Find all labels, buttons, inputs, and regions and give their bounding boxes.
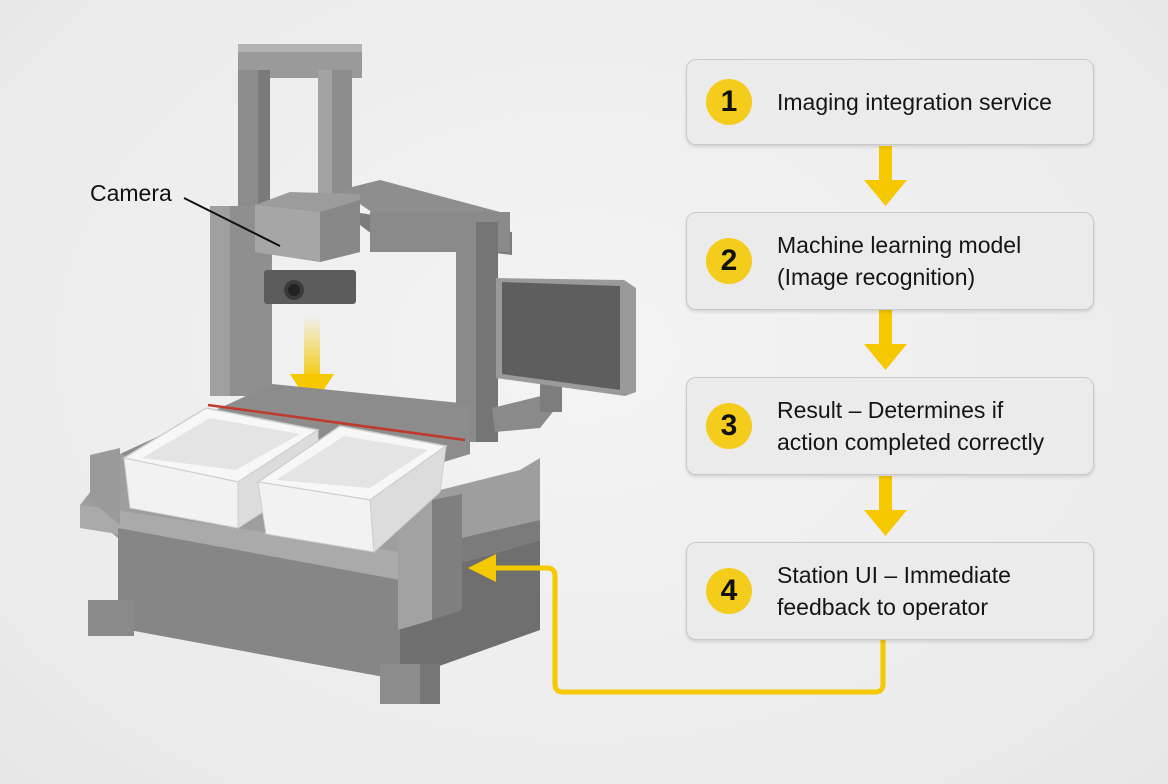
camera-label: Camera bbox=[90, 180, 172, 206]
step-4-number: 4 bbox=[706, 568, 752, 614]
station-monitor bbox=[492, 278, 636, 432]
step-3-number: 3 bbox=[706, 403, 752, 449]
step-3-box: 3 Result – Determines if action complete… bbox=[686, 377, 1094, 475]
step-2-box: 2 Machine learning model (Image recognit… bbox=[686, 212, 1094, 310]
step-2-text: Machine learning model (Image recognitio… bbox=[777, 232, 1022, 290]
step-4-text: Station UI – Immediate feedback to opera… bbox=[777, 562, 1011, 620]
step-2-number: 2 bbox=[706, 238, 752, 284]
laser-line bbox=[207, 403, 466, 442]
step-1-text: Imaging integration service bbox=[777, 89, 1052, 115]
bin-right bbox=[256, 425, 448, 554]
step-1-number: 1 bbox=[706, 79, 752, 125]
camera-unit bbox=[255, 192, 360, 304]
step-1-box: 1 Imaging integration service bbox=[686, 59, 1094, 145]
camera-leader-line bbox=[183, 197, 281, 247]
step-4-box: 4 Station UI – Immediate feedback to ope… bbox=[686, 542, 1094, 640]
gantry-frame bbox=[210, 44, 512, 442]
step-3-text: Result – Determines if action completed … bbox=[777, 397, 1045, 455]
